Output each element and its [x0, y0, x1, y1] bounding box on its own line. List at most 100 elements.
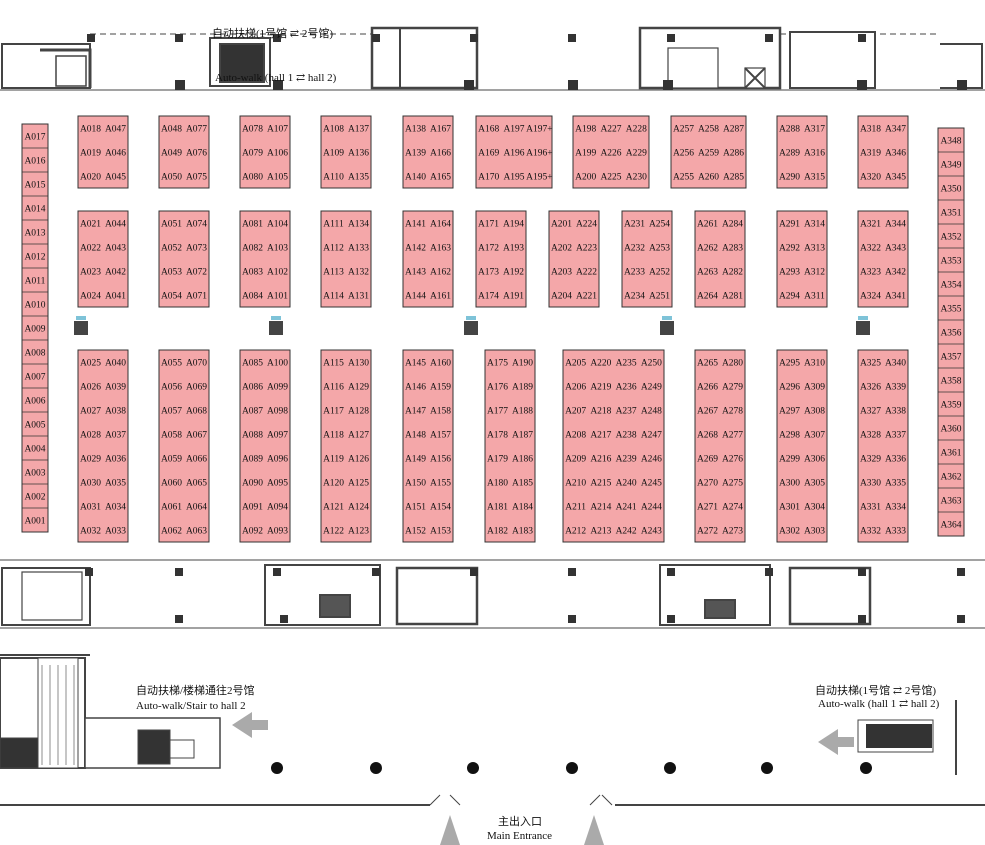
booth-label: A131	[348, 292, 369, 302]
booth-label: A030	[80, 479, 101, 489]
booth-label: A302	[779, 527, 800, 537]
booth-label: A316	[804, 149, 825, 159]
booth-label: A150	[405, 479, 426, 489]
booth-label: A140	[405, 173, 426, 183]
booth-label: A090	[242, 479, 263, 489]
booth-label: A068	[186, 407, 207, 417]
booth-label: A087	[242, 407, 263, 417]
booth-label: A158	[430, 407, 451, 417]
booth-label: A272	[697, 527, 718, 537]
booth-label: A208	[565, 431, 586, 441]
booth-label: A288	[779, 125, 800, 135]
booth-label: A074	[186, 220, 207, 230]
booth-label: A020	[80, 173, 101, 183]
top-escalator-label-en: Auto-walk (hall 1 ⇄ hall 2)	[215, 72, 337, 84]
booth-label: A054	[161, 292, 182, 302]
booth-label: A283	[722, 244, 743, 254]
booth-label: A253	[649, 244, 670, 254]
booth-label: A032	[80, 527, 101, 537]
booth-label: A108	[323, 125, 344, 135]
booth-label: A010	[24, 301, 45, 311]
booth-label: A157	[430, 431, 451, 441]
booth-label: A259	[698, 149, 719, 159]
booth-label: A307	[804, 431, 825, 441]
booth-label: A274	[722, 503, 743, 513]
booth-label: A021	[80, 220, 101, 230]
booth-label: A027	[80, 407, 101, 417]
booth-label: A188	[512, 407, 533, 417]
booth-layer: A017A016A015A014A013A012A011A010A009A008…	[21, 115, 965, 543]
booth-label: A344	[885, 220, 906, 230]
booth-label: A080	[242, 173, 263, 183]
booth-label: A211	[565, 503, 586, 513]
booth-block	[857, 349, 909, 543]
booth-label: A201	[551, 220, 572, 230]
booth-label: A263	[697, 268, 718, 278]
booth-label: A003	[24, 469, 45, 479]
booth-label: A194	[503, 220, 524, 230]
booth-label: A177	[487, 407, 508, 417]
booth-label: A328	[860, 431, 881, 441]
booth-label: A160	[430, 359, 451, 369]
booth-label: A109	[323, 149, 344, 159]
booth-label: A205	[565, 359, 586, 369]
booth-label: A049	[161, 149, 182, 159]
booth-label: A202	[551, 244, 572, 254]
booth-label: A246	[641, 455, 662, 465]
booth-label: A282	[722, 268, 743, 278]
booth-label: A233	[624, 268, 645, 278]
booth-label: A350	[940, 185, 961, 195]
right-escalator-label-cn: 自动扶梯(1号馆 ⇄ 2号馆)	[815, 685, 937, 697]
booth-label: A171	[478, 220, 499, 230]
booth-label: A260	[698, 173, 719, 183]
entrance-label-cn: 主出入口	[498, 816, 542, 828]
booth-label: A019	[80, 149, 101, 159]
booth-label: A022	[80, 244, 101, 254]
booth-block	[776, 210, 828, 308]
booth-label: A287	[723, 125, 744, 135]
booth-label: A081	[242, 220, 263, 230]
booth-block	[937, 127, 965, 537]
booth-label: A206	[565, 383, 586, 393]
booth-label: A042	[105, 268, 126, 278]
booth-label: A181	[487, 503, 508, 513]
booth-label: A293	[779, 268, 800, 278]
booth-block	[562, 349, 665, 543]
booth-label: A093	[267, 527, 288, 537]
booth-label: A015	[24, 181, 45, 191]
booth-label: A018	[80, 125, 101, 135]
booth-block	[548, 210, 600, 308]
booth-label: A126	[348, 455, 369, 465]
booth-label: A180	[487, 479, 508, 489]
entrance-arrow-right	[584, 815, 604, 845]
booth-label: A163	[430, 244, 451, 254]
booth-block	[694, 210, 746, 308]
booth-label: A152	[405, 527, 426, 537]
booth-label: A115	[323, 359, 344, 369]
booth-label: A066	[186, 455, 207, 465]
booth-label: A250	[641, 359, 662, 369]
booth-label: A091	[242, 503, 263, 513]
booth-label: A168	[478, 125, 499, 135]
booth-label: A262	[697, 244, 718, 254]
booth-label: A308	[804, 407, 825, 417]
booth-label: A244	[641, 503, 662, 513]
booth-label: A155	[430, 479, 451, 489]
booth-label: A256	[673, 149, 694, 159]
booth-label: A221	[576, 292, 597, 302]
booth-label: A279	[722, 383, 743, 393]
bottom-outer-wall	[0, 794, 985, 806]
booth-label: A104	[267, 220, 288, 230]
booth-label: A176	[487, 383, 508, 393]
booth-label: A144	[405, 292, 426, 302]
booth-label: A209	[565, 455, 586, 465]
booth-label: A058	[161, 431, 182, 441]
booth-label: A053	[161, 268, 182, 278]
booth-label: A207	[565, 407, 586, 417]
booth-label: A011	[25, 277, 46, 287]
booth-label: A117	[323, 407, 344, 417]
booth-label: A309	[804, 383, 825, 393]
booth-label: A304	[804, 503, 825, 513]
booth-label: A103	[267, 244, 288, 254]
booth-label: A138	[405, 125, 426, 135]
